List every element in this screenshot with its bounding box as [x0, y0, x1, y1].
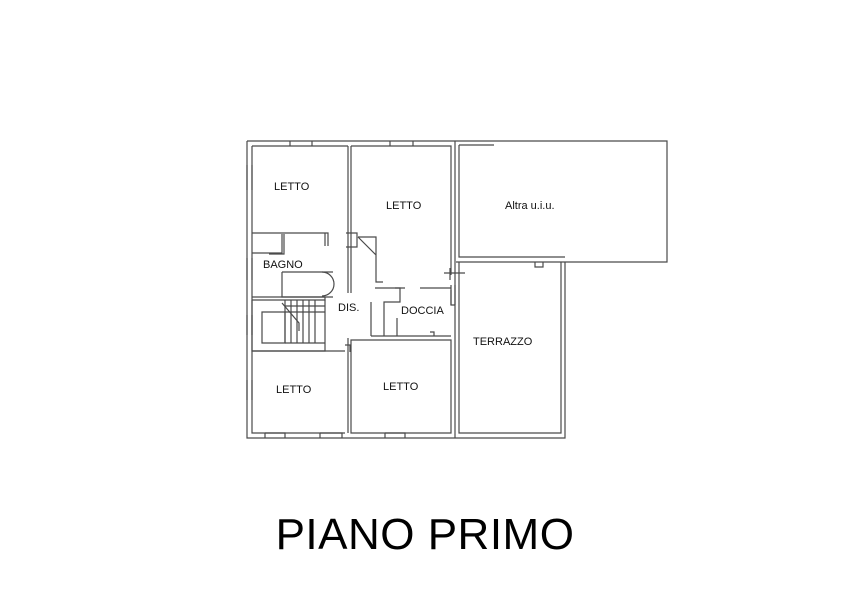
room-label-letto-top-center: LETTO	[386, 200, 422, 212]
room-label-terrazzo: TERRAZZO	[473, 336, 533, 348]
room-label-doccia: DOCCIA	[401, 305, 444, 317]
room-label-letto-bottom-left: LETTO	[276, 384, 312, 396]
room-label-letto-top-left: LETTO	[274, 181, 310, 193]
room-label-altra-uiu: Altra u.i.u.	[505, 200, 555, 212]
room-label-dis: DIS.	[338, 302, 360, 314]
room-label-bagno: BAGNO	[263, 259, 303, 271]
walls	[246, 140, 668, 439]
room-label-letto-bottom-center: LETTO	[383, 381, 419, 393]
floor-title: PIANO PRIMO	[275, 510, 575, 559]
